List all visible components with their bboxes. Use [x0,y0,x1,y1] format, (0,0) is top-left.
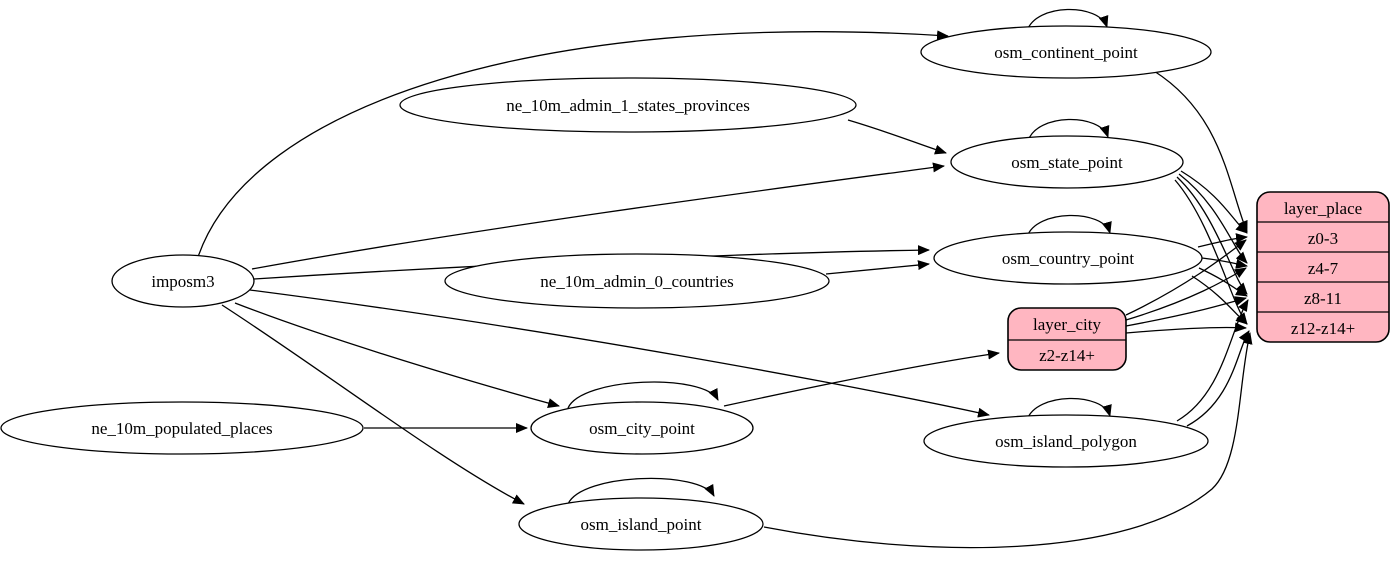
edge-osm-state-point-to-layer-place-z4-7 [1178,173,1248,264]
self-loop-osm-island-point [567,477,715,505]
edge-osm-island-polygon-to-layer-place-z8-11 [1176,299,1249,422]
edge-imposm3-to-osm-island-point [221,304,525,505]
edge-osm-continent-point-to-layer-place-z0-3 [1153,70,1248,233]
record-layer-place: layer_place z0-3 z4-7 z8-11 z12-z14+ [1256,191,1390,343]
edge-imposm3-to-osm-city-point [234,302,560,408]
imposm3-shape [111,254,255,308]
edge-layer-city-to-layer-place-z12-z14 [1125,322,1247,334]
osm-continent-point-shape [920,25,1212,79]
layer-place-shape [1256,191,1390,343]
node-ne-10m-populated-places: ne_10m_populated_places [0,401,364,455]
osm-state-point-shape [950,135,1184,189]
self-loop-osm-state-point [1027,118,1110,142]
osm-country-point-shape [933,231,1203,285]
node-ne-10m-admin-0-countries: ne_10m_admin_0_countries [444,253,830,309]
self-loop-osm-island-polygon [1026,397,1112,421]
node-osm-city-point: osm_city_point [530,401,754,455]
osm-island-point-label: osm_island_point [581,515,702,534]
imposm3-label: imposm3 [151,272,214,291]
node-osm-state-point: osm_state_point [950,135,1184,189]
edge-osm-country-point-to-layer-place-z8-11 [1198,267,1248,297]
osm-continent-point-label: osm_continent_point [994,43,1138,62]
edge-layer-city-to-layer-place-z4-7 [1125,267,1247,321]
layer-place-row-z4-7: z4-7 [1308,259,1339,278]
osm-city-point-label: osm_city_point [589,419,695,438]
node-osm-island-polygon: osm_island_polygon [923,414,1209,468]
record-layer-city: layer_city z2-z14+ [1007,307,1127,371]
ne-10m-populated-places-label: ne_10m_populated_places [91,419,272,438]
edge-osm-country-point-to-layer-place-z12-z14 [1191,275,1248,325]
ne-10m-admin-0-countries-shape [444,253,830,309]
layer-place-row-z12-z14: z12-z14+ [1291,319,1355,338]
self-loop-osm-continent-point [1026,8,1109,32]
layer-place-row-z0-3: z0-3 [1308,229,1338,248]
edge-ne-10m-admin-1-states-provinces-to-osm-state-point [847,119,947,155]
layer-place-title: layer_place [1284,199,1362,218]
node-osm-continent-point: osm_continent_point [920,25,1212,79]
node-ne-10m-admin-1-states-provinces: ne_10m_admin_1_states_provinces [399,77,857,133]
edge-osm-island-point-to-layer-place-z12-z14 [763,332,1253,549]
self-loop-osm-country-point [1026,214,1112,238]
edge-imposm3-to-osm-state-point [251,162,945,270]
layer-city-row-z2-z14: z2-z14+ [1039,346,1095,365]
layer-place-row-z8-11: z8-11 [1304,289,1342,308]
edge-osm-country-point-to-layer-place-z0-3 [1197,233,1248,248]
ne-10m-admin-1-states-provinces-label: ne_10m_admin_1_states_provinces [506,96,750,115]
edge-osm-city-point-to-layer-city-z2-z14 [723,349,1000,407]
edge-ne-10m-admin-0-countries-to-osm-country-point [825,260,930,275]
osm-country-point-label: osm_country_point [1002,249,1134,268]
osm-state-point-label: osm_state_point [1011,153,1123,172]
ne-10m-admin-1-states-provinces-shape [399,77,857,133]
node-osm-country-point: osm_country_point [933,231,1203,285]
osm-island-point-shape [518,497,764,551]
ne-10m-admin-0-countries-label: ne_10m_admin_0_countries [540,272,734,291]
node-osm-island-point: osm_island_point [518,497,764,551]
osm-island-polygon-label: osm_island_polygon [995,432,1137,451]
edge-imposm3-to-osm-continent-point [197,30,949,258]
edges [197,8,1253,549]
osm-island-polygon-shape [923,414,1209,468]
layer-city-title: layer_city [1033,315,1101,334]
edge-layer-city-to-layer-place-z8-11 [1125,296,1247,327]
edge-osm-island-polygon-to-layer-place-z12-z14 [1186,330,1250,427]
edge-layer-city-to-layer-place-z0-3 [1125,239,1247,316]
osm-city-point-shape [530,401,754,455]
node-imposm3: imposm3 [111,254,255,308]
ne-10m-populated-places-shape [0,401,364,455]
edge-imposm3-to-osm-island-polygon [249,289,990,418]
layer-city-shape [1007,307,1127,371]
edge-osm-country-point-to-layer-place-z4-7 [1201,257,1248,269]
self-loop-osm-city-point [567,381,719,409]
